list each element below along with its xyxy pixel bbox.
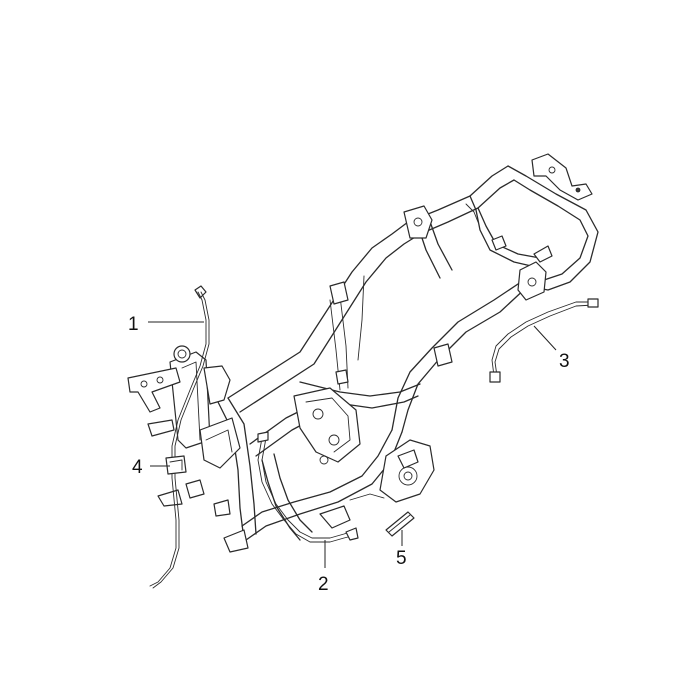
callout-3: 3 xyxy=(559,351,570,372)
callout-1: 1 xyxy=(128,314,139,335)
leader-lines xyxy=(148,321,557,568)
part-2-cable xyxy=(257,431,359,543)
part-1-cable xyxy=(149,285,210,589)
part-4-clip xyxy=(165,455,187,475)
callout-5: 5 xyxy=(396,548,407,569)
callout-4: 4 xyxy=(132,457,143,478)
leader-3 xyxy=(533,325,557,351)
callout-labels: 1 2 3 4 5 xyxy=(128,314,570,595)
part-3-cable xyxy=(489,298,599,383)
part-5-strip xyxy=(385,511,415,537)
callout-2: 2 xyxy=(318,574,329,595)
frame-brackets xyxy=(127,153,593,553)
